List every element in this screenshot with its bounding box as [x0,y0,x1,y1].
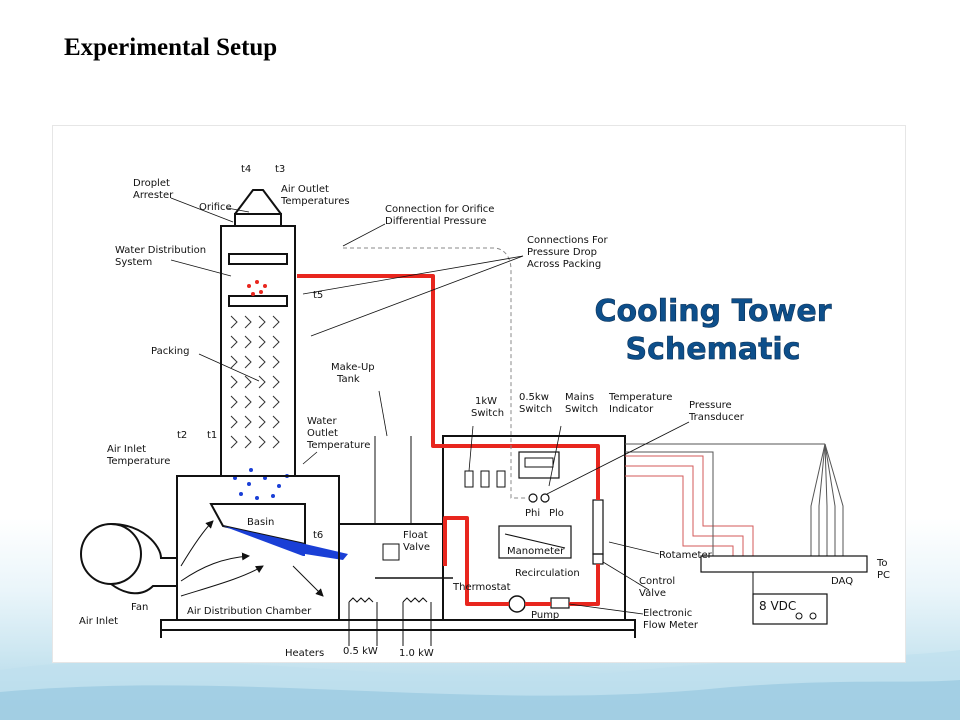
label-water-outlet-temp-3: Temperature [306,440,370,451]
label-thermostat: Thermostat [452,582,511,593]
pressure-transducer [528,493,538,503]
label-t6: t6 [313,530,323,541]
water-droplets-blue [233,468,289,500]
label-8vdc: 8 VDC [759,599,796,613]
label-heater-05kw: 0.5 kW [343,646,378,657]
temperature-indicator [518,451,560,479]
label-orifice: Orifice [199,202,232,213]
label-pump: Pump [531,610,559,621]
label-t2: t2 [177,430,187,441]
label-air-outlet-temps-2: Temperatures [280,196,350,207]
label-water-distribution-2: System [115,257,152,268]
water-droplets-red [247,280,267,296]
label-pressure-drop-2: Pressure Drop [527,247,597,258]
packing-chevrons [230,315,280,449]
label-packing: Packing [151,346,189,357]
label-control-valve-1: Control [639,576,675,587]
label-1kw-switch-2: Switch [471,408,504,419]
label-pressure-drop-1: Connections For [527,235,608,246]
label-flow-meter-1: Electronic [643,608,692,619]
label-water-outlet-temp-2: Outlet [307,428,338,439]
label-temp-indicator-2: Indicator [609,404,654,415]
switches [464,470,506,488]
basin-water [223,526,305,556]
label-heater-10kw: 1.0 kW [399,648,434,659]
label-air-inlet-temp-2: Temperature [106,456,170,467]
base-platform [160,619,636,631]
label-t4: t4 [241,164,251,175]
label-manometer: Manometer [507,546,565,557]
diagram-heading-line1: Cooling Tower [594,294,831,329]
label-temp-indicator-1: Temperature [608,392,672,403]
label-droplet-arrester-2: Arrester [133,190,174,201]
power-supply [752,593,828,625]
label-to-pc-1: To [876,558,888,569]
rotameter [592,499,604,555]
label-p-hi: Phi [525,508,540,519]
label-makeup-tank-1: Make-Up [331,362,375,373]
label-05kw-switch-1: 0.5kw [519,392,549,403]
label-daq: DAQ [831,576,853,587]
label-control-valve-2: Valve [639,588,666,599]
label-pressure-transducer-2: Transducer [688,412,745,423]
label-air-inlet: Air Inlet [79,616,118,627]
label-orifice-connection-1: Connection for Orifice [385,204,494,215]
float-valve [382,543,400,561]
daq-wiring-dark [625,443,844,556]
label-p-lo: Plo [549,508,564,519]
label-heaters: Heaters [285,648,324,659]
air-flow-arrows [180,520,324,597]
label-05kw-switch-2: Switch [519,404,552,415]
label-t5: t5 [313,290,323,301]
label-makeup-tank-2: Tank [336,374,360,385]
water-circuit [297,274,600,606]
label-t1: t1 [207,430,217,441]
heater-10kw [402,597,428,603]
slide-title: Experimental Setup [64,34,278,61]
label-rotameter: Rotameter [659,550,713,561]
label-recirculation: Recirculation [515,568,580,579]
label-to-pc-2: PC [877,570,890,581]
label-air-inlet-temp-1: Air Inlet [107,444,146,455]
label-water-distribution-1: Water Distribution [115,245,206,256]
orifice-pressure-line [343,247,529,499]
control-valve [592,553,604,565]
tower-column [220,189,296,477]
cooling-tower-diagram: Cooling Tower Schematic [53,126,905,662]
heater-05kw [348,597,374,603]
label-1kw-switch-1: 1kW [475,396,497,407]
label-mains-switch-1: Mains [565,392,594,403]
label-float-valve-1: Float [403,530,428,541]
label-fan: Fan [131,602,148,613]
background-wave [0,650,960,720]
manometer [498,525,572,559]
label-air-distribution-chamber: Air Distribution Chamber [187,606,312,617]
label-water-outlet-temp-1: Water [307,416,337,427]
electronic-flow-meter [550,597,570,609]
label-orifice-connection-2: Differential Pressure [385,216,486,227]
label-droplet-arrester-1: Droplet [133,178,170,189]
pump [508,595,526,613]
diagram-heading-line2: Schematic [625,332,800,367]
fan [80,523,178,595]
leader-lines [170,197,690,615]
label-mains-switch-2: Switch [565,404,598,415]
label-air-outlet-temps-1: Air Outlet [281,184,329,195]
daq-unit [700,555,868,573]
label-flow-meter-2: Flow Meter [643,620,699,631]
daq-wiring [625,455,754,556]
label-float-valve-2: Valve [403,542,430,553]
label-t3: t3 [275,164,285,175]
schematic-svg: Cooling Tower Schematic [79,164,890,659]
label-basin: Basin [247,517,274,528]
label-pressure-transducer-1: Pressure [689,400,732,411]
label-pressure-drop-3: Across Packing [527,259,601,270]
